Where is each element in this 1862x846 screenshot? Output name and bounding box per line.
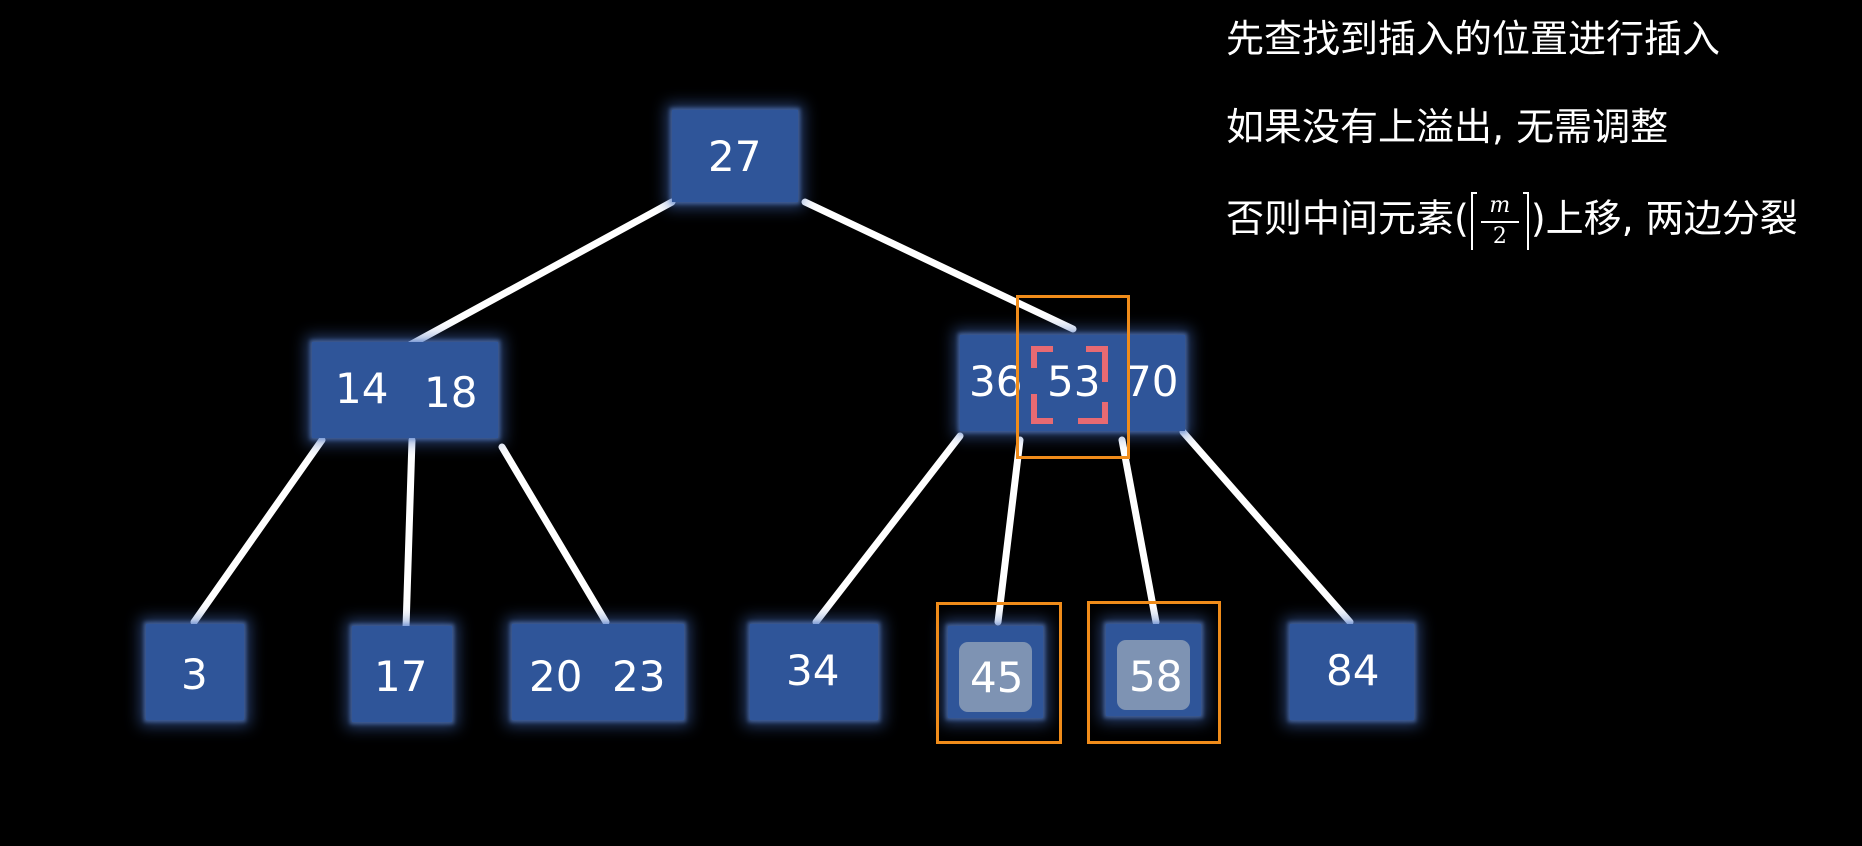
- split-child-left: 45: [948, 626, 1043, 718]
- split-child-inner: [1117, 640, 1190, 710]
- edge-right-45: [994, 436, 1024, 626]
- node-key: 84: [1326, 646, 1380, 695]
- edge-right-84: [1179, 428, 1354, 626]
- node-key: 70: [1125, 357, 1179, 406]
- node-key: 17: [374, 652, 428, 701]
- split-child-right-highlight-box: [1087, 601, 1221, 744]
- node-key: 20: [529, 652, 583, 701]
- caption-line-2: 如果没有上溢出, 无需调整: [1226, 105, 1669, 149]
- caption-line-1: 先查找到插入的位置进行插入: [1226, 17, 1721, 61]
- leaf-node: 3: [146, 624, 244, 720]
- leaf-node: 34: [750, 624, 878, 720]
- split-child-right: 58: [1106, 624, 1201, 716]
- node-key: 27: [708, 132, 762, 181]
- node-key: 23: [612, 652, 666, 701]
- edge-right-58: [1118, 436, 1160, 626]
- node-key: 34: [786, 646, 840, 695]
- node-key: 53: [1047, 357, 1101, 406]
- caption-line-3-after: )上移, 两边分裂: [1530, 196, 1798, 241]
- fraction-denominator: 2: [1492, 224, 1507, 249]
- internal-node-right: 36 53 70: [960, 335, 1185, 431]
- internal-node-left: 14 18: [312, 342, 498, 438]
- node-key: 36: [969, 357, 1023, 406]
- leaf-node: 84: [1290, 624, 1414, 720]
- root-node: 27: [672, 110, 798, 202]
- middle-key-highlight-box: [1016, 295, 1130, 459]
- edge-left-17: [402, 436, 416, 632]
- leaf-node: 17: [352, 626, 452, 722]
- node-key: 3: [181, 650, 208, 699]
- split-child-inner: [959, 642, 1032, 712]
- node-key: 45: [970, 653, 1024, 702]
- edge-left-3: [190, 436, 326, 626]
- leaf-node: 20 23: [512, 624, 684, 720]
- edge-root-right: [801, 198, 1077, 333]
- edge-left-20-23: [498, 443, 610, 626]
- edge-right-34: [812, 432, 964, 626]
- fraction-numerator: m: [1489, 193, 1511, 218]
- node-key: 14: [335, 364, 389, 413]
- caption-line-3-before: 否则中间元素(: [1226, 196, 1469, 241]
- split-child-left-highlight-box: [936, 602, 1062, 744]
- edge-root-left: [404, 198, 676, 350]
- node-key: 58: [1129, 652, 1183, 701]
- node-key: 18: [424, 368, 478, 417]
